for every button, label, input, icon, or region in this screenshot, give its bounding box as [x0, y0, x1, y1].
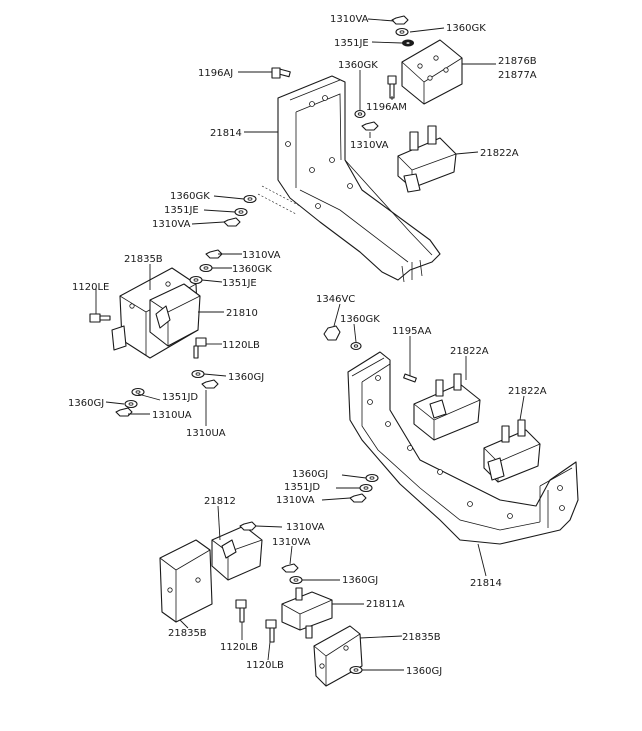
label-1310ua-bottom: 1310UA: [186, 428, 226, 439]
bracket-21835b-lower-right: [313, 625, 363, 687]
label-1310va-b2: 1310VA: [272, 537, 311, 548]
crossmember-top: [257, 75, 441, 283]
label-1360gj-b2: 1360GJ: [406, 666, 442, 677]
label-1360gk-left: 1360GK: [170, 191, 210, 202]
label-21835b-b2: 21835B: [402, 632, 441, 643]
label-21822a-right: 21822A: [508, 386, 547, 397]
label-1120lb-b1: 1120LB: [220, 642, 258, 653]
label-21877a: 21877A: [498, 70, 537, 81]
label-1360gj-r2: 1360GJ: [292, 469, 328, 480]
label-21814-top: 21814: [210, 128, 242, 139]
label-1195aa: 1195AA: [392, 326, 432, 337]
label-1346vc: 1346VC: [316, 294, 355, 305]
nut-icon: [391, 15, 409, 25]
part-labels: 1310VA 1360GK 1351JE 21876B 21877A 1196A…: [68, 14, 547, 677]
left-mount-assembly: [111, 267, 201, 359]
mount-21822a-right: [483, 419, 541, 483]
label-1360gk-l2: 1360GK: [232, 264, 272, 275]
label-1360gk-top: 1360GK: [446, 23, 486, 34]
label-21810: 21810: [226, 308, 258, 319]
label-1360gk-r: 1360GK: [340, 314, 380, 325]
label-1351jd-r2: 1351JD: [284, 482, 320, 493]
label-1196am: 1196AM: [366, 102, 407, 113]
label-21814-bottom: 21814: [470, 578, 502, 589]
label-1351je-l2: 1351JE: [222, 278, 257, 289]
label-1360gk-mid: 1360GK: [338, 60, 378, 71]
label-1120lb-mid: 1120LB: [222, 340, 260, 351]
label-1360gj-b1: 1360GJ: [342, 575, 378, 586]
mount-21811a: [281, 587, 333, 639]
label-1351jd-left: 1351JD: [162, 392, 198, 403]
label-21835b-top: 21835B: [124, 254, 163, 265]
label-1360gj-left: 1360GJ: [68, 398, 104, 409]
label-1360gj-mid: 1360GJ: [228, 372, 264, 383]
label-1310va-top: 1310VA: [330, 14, 369, 25]
label-21835b-b1: 21835B: [168, 628, 207, 639]
label-1310va-left: 1310VA: [152, 219, 191, 230]
label-1351je-left: 1351JE: [164, 205, 199, 216]
label-1120lb-b2: 1120LB: [246, 660, 284, 671]
fasteners: [89, 15, 417, 675]
label-21811a: 21811A: [366, 599, 405, 610]
label-1310va-l2: 1310VA: [242, 250, 281, 261]
bracket-21835b-lower-left: [159, 539, 213, 623]
mount-21822a-top: [397, 125, 457, 193]
label-21812: 21812: [204, 496, 236, 507]
label-1196aj: 1196AJ: [198, 68, 233, 79]
label-1310va-mid: 1310VA: [350, 140, 389, 151]
label-21822a-top: 21822A: [480, 148, 519, 159]
label-1120le: 1120LE: [72, 282, 109, 293]
label-1310ua-left: 1310UA: [152, 410, 192, 421]
bracket-21876b: [401, 39, 463, 105]
crossmember-bottom: [347, 351, 579, 545]
leader-lines: [95, 18, 525, 671]
label-21822a-mid: 21822A: [450, 346, 489, 357]
label-21876b: 21876B: [498, 56, 537, 67]
mount-21822a-mid: [413, 373, 481, 441]
label-1351je-top: 1351JE: [334, 38, 369, 49]
label-1310va-r2: 1310VA: [276, 495, 315, 506]
label-1310va-b1: 1310VA: [286, 522, 325, 533]
